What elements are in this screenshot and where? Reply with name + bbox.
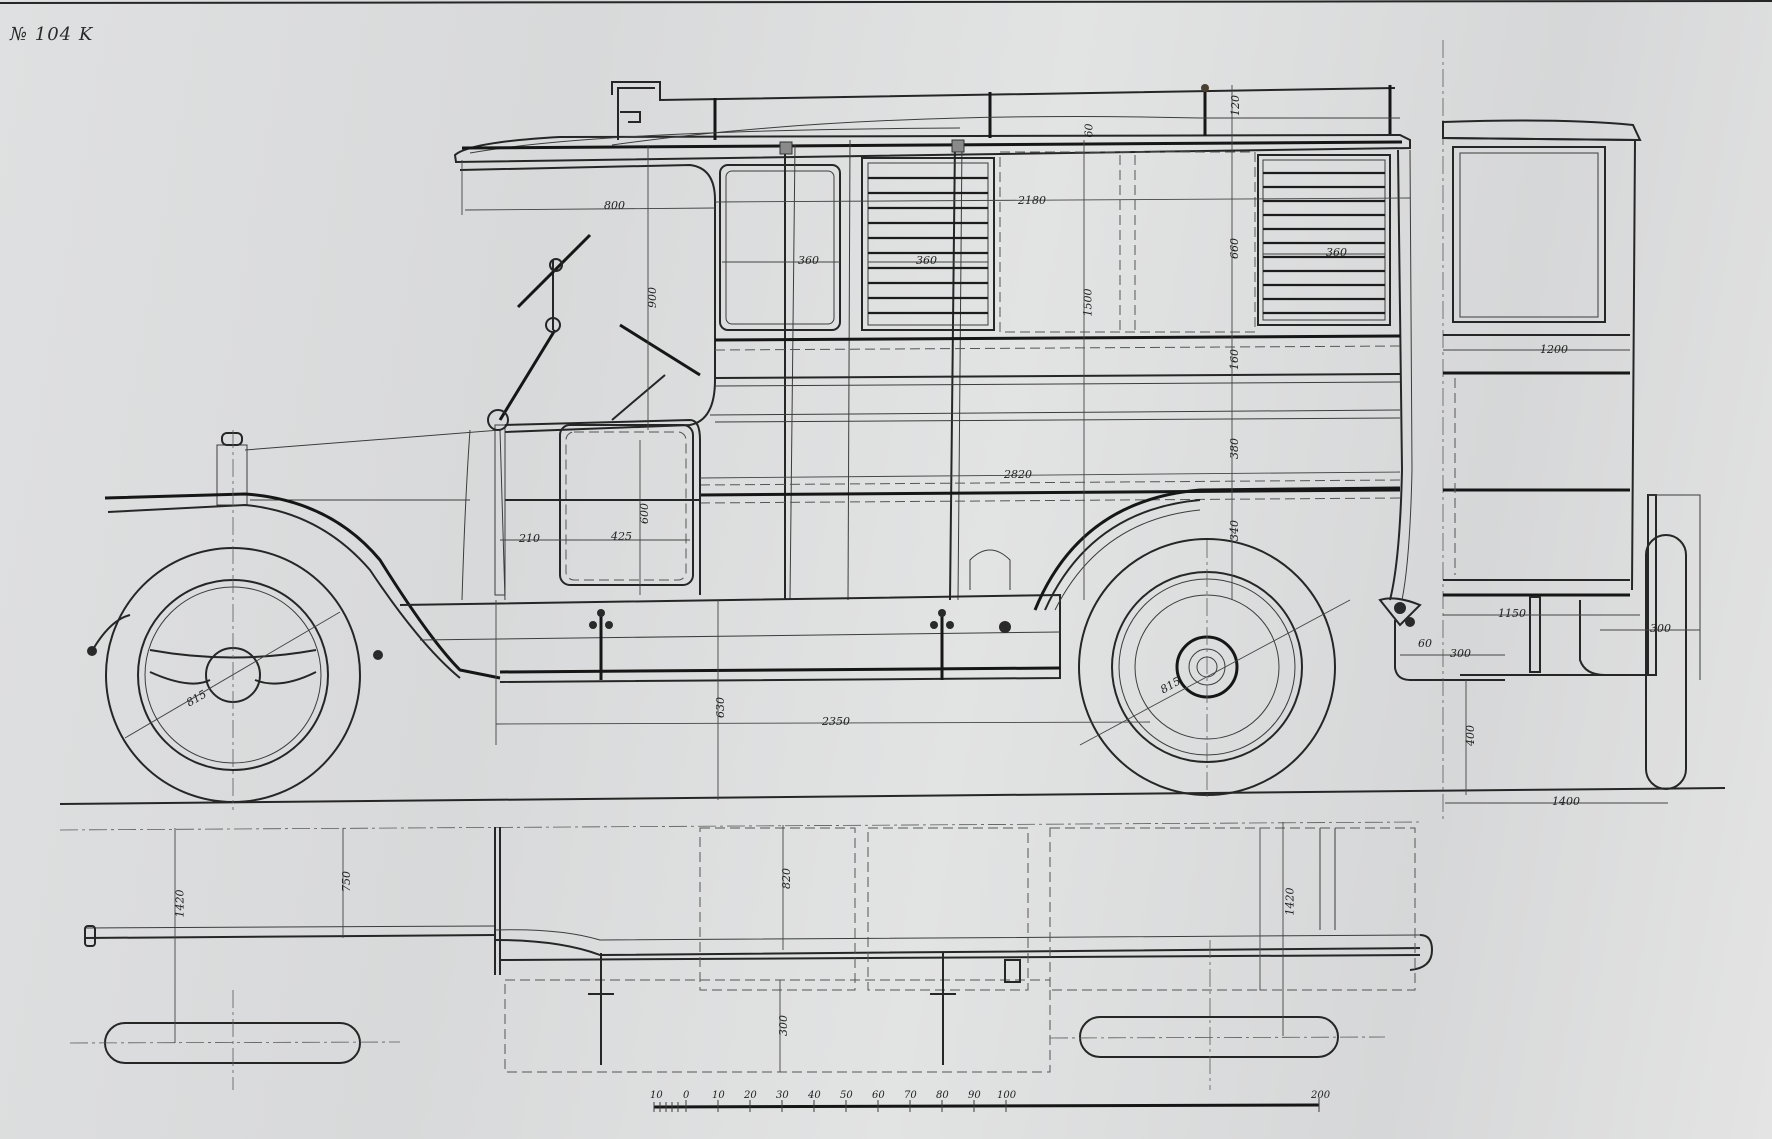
dim-rear-step-offset: 60 xyxy=(1418,637,1432,650)
steering-wheel xyxy=(619,323,701,377)
dim-frame-to-ground: 630 xyxy=(714,697,727,718)
sheet-number: № 104 K xyxy=(10,24,94,45)
body-panel-upper xyxy=(999,151,1256,333)
dim-rear-view-width: 1200 xyxy=(1540,343,1568,356)
rear-tyre-plan xyxy=(1079,1016,1339,1058)
rear-step xyxy=(1394,620,1505,681)
dim-front-axle-offset: 750 xyxy=(340,871,353,892)
bonnet xyxy=(244,429,506,601)
frame-rail xyxy=(494,939,1421,957)
step-bracket-1 xyxy=(589,609,613,680)
front-window xyxy=(719,164,841,331)
dim-louver-rear-width: 360 xyxy=(1326,246,1347,259)
chassis-frame xyxy=(399,593,1061,683)
scale-tick-label: 30 xyxy=(776,1090,789,1101)
scale-tick-label: 0 xyxy=(683,1090,690,1101)
dim-rear-step-width: 300 xyxy=(1450,647,1471,660)
dim-mid-panel-height: 380 xyxy=(1228,438,1241,459)
scale-tick-label: 50 xyxy=(840,1090,853,1101)
scale-tick-label: 10 xyxy=(712,1090,725,1101)
dim-body-upper-length: 2180 xyxy=(1018,194,1046,207)
scale-tick-label: 70 xyxy=(904,1090,917,1101)
dim-rear-track-plan: 1420 xyxy=(1283,887,1297,916)
front-wheel xyxy=(87,430,383,810)
rear-tyre xyxy=(1645,534,1687,790)
dim-rear-track: 1400 xyxy=(1552,795,1580,808)
dim-upper-panel-height: 660 xyxy=(1228,238,1241,259)
dim-front-track: 1420 xyxy=(173,889,187,918)
dim-belt-height: 160 xyxy=(1228,349,1241,370)
scale-tick-label: 200 xyxy=(1311,1090,1331,1101)
dim-door-offset: 210 xyxy=(519,532,540,545)
ground-line xyxy=(59,787,1726,805)
front-axle xyxy=(84,934,496,939)
dim-window-front-width: 360 xyxy=(798,254,819,267)
scale-tick-label: 60 xyxy=(872,1090,885,1101)
dim-lower-panel-height: 340 xyxy=(1228,520,1241,541)
step-bracket-2 xyxy=(930,609,954,680)
dim-rear-height: 400 xyxy=(1464,725,1477,746)
dim-running-board-width: 300 xyxy=(777,1015,790,1036)
dim-rear-frame-width: 1150 xyxy=(1498,607,1526,620)
dim-body-width-half: 820 xyxy=(780,868,793,889)
dim-window-height: 900 xyxy=(646,287,659,308)
sheet-border-top xyxy=(0,0,1772,4)
body-rear-edge xyxy=(1389,149,1404,601)
roof xyxy=(453,133,1411,164)
dim-louver-center-width: 360 xyxy=(916,254,937,267)
dim-roof-front-overhang: 800 xyxy=(604,199,625,212)
dim-body-lower-length: 2820 xyxy=(1004,468,1032,481)
dim-door-height: 600 xyxy=(638,503,651,524)
scale-tick-label: 80 xyxy=(936,1090,949,1101)
dim-door-width: 425 xyxy=(611,530,632,543)
scale-tick-label: 20 xyxy=(744,1090,757,1101)
side-elevation xyxy=(59,40,1726,820)
rear-mudguard xyxy=(1033,486,1401,611)
front-door xyxy=(504,418,701,595)
louver-panel-rear xyxy=(1257,154,1391,326)
scale-tick-label: 40 xyxy=(808,1090,821,1101)
rear-view xyxy=(1442,40,1701,820)
dim-rear-bumper-width: 300 xyxy=(1650,622,1671,635)
rear-wheel xyxy=(1078,538,1351,800)
dim-roof-rail-height: 120 xyxy=(1229,95,1242,116)
scale-tick-label: 10 xyxy=(650,1090,663,1101)
chassis-plan-view xyxy=(59,821,1434,1090)
running-board xyxy=(504,979,1051,1073)
windscreen-strut xyxy=(498,329,557,421)
scale-tick-label: 100 xyxy=(997,1090,1017,1101)
roof-rail xyxy=(611,81,1396,102)
dim-roof-rise: 60 xyxy=(1082,123,1096,138)
louver-panel-front xyxy=(861,157,995,331)
dim-panel-height-1500: 1500 xyxy=(1081,288,1095,317)
scale-tick-label: 90 xyxy=(968,1090,981,1101)
belt-line xyxy=(714,334,1401,342)
cab-outline xyxy=(459,163,716,433)
dim-wheelbase-part: 2350 xyxy=(822,715,850,728)
scale-bar xyxy=(653,1098,1320,1112)
front-mudguard xyxy=(104,492,501,680)
rear-window xyxy=(1452,146,1606,323)
radiator-cap xyxy=(221,432,243,446)
